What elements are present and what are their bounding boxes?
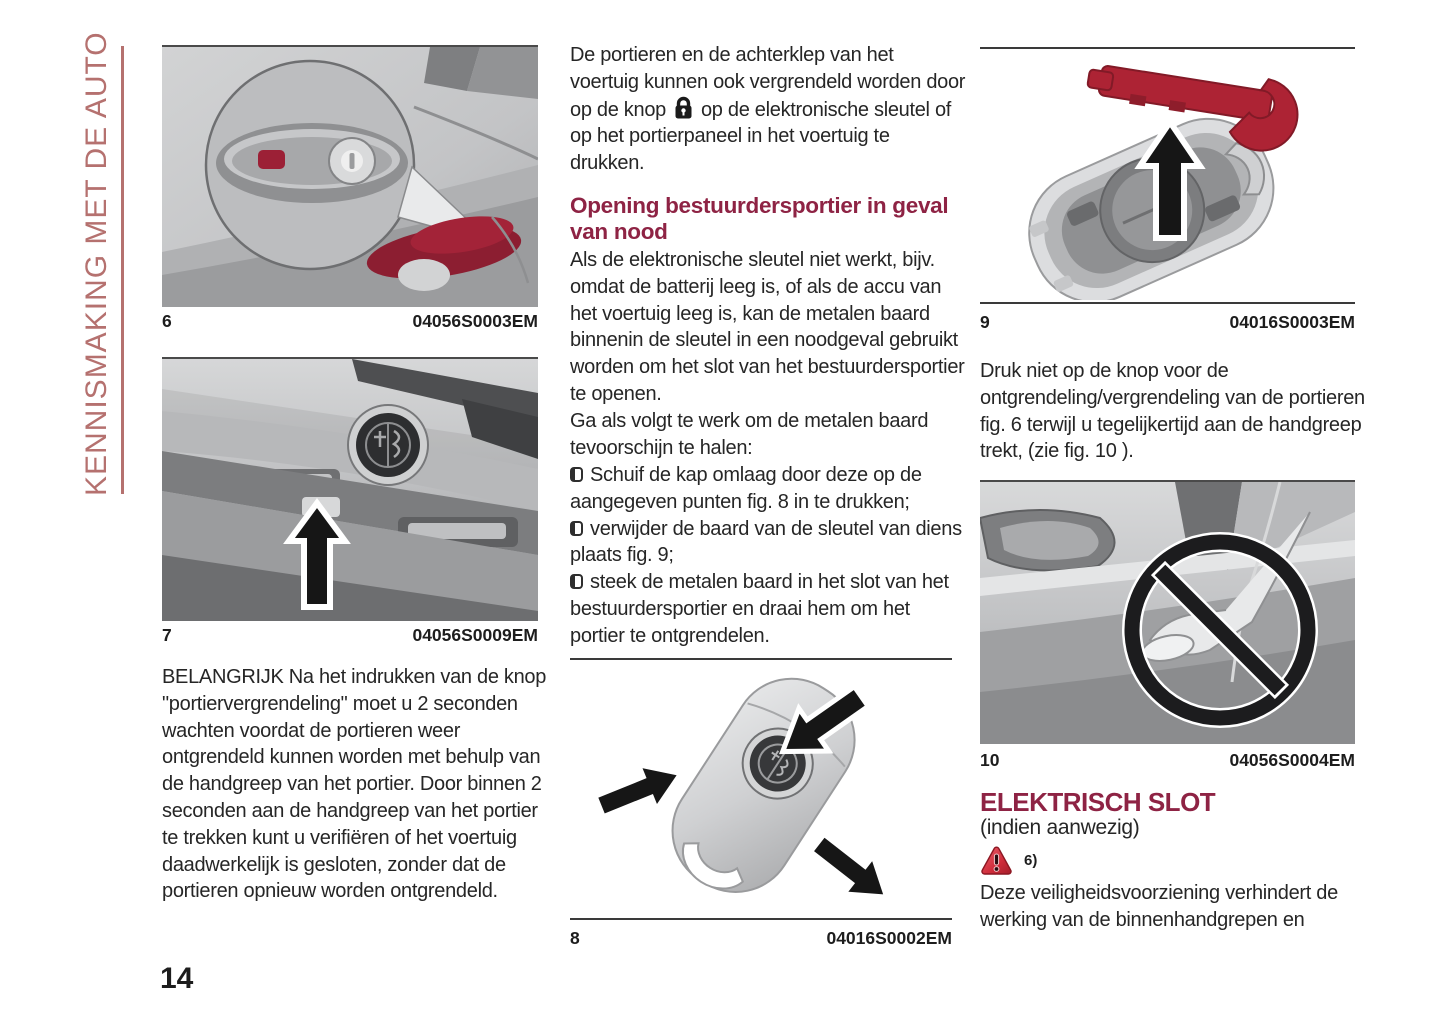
do-not-press-paragraph: Druk niet op de knop voor de ontgrendeli… [980,360,1365,463]
door-handle-illustration [162,47,538,307]
key-fob-illustration [591,677,891,900]
figure-8-key-fob [570,662,952,916]
figure-8-bottom-rule [570,918,952,920]
warning-icon [981,846,1012,875]
key-blade-illustration [1028,65,1299,300]
figure-number: 8 [570,928,580,948]
key-not-working-paragraph: Als de elektronische sleutel niet werkt,… [570,249,965,405]
important-note-paragraph: BELANGRIJK Na het indrukken van de knop … [162,666,547,903]
figure-8-top-rule [570,658,952,660]
door-handle-prohibition-illustration [980,482,1355,744]
sidebar-rule [121,46,124,494]
lock-icon [675,96,692,119]
warning-reference-row: 6) [980,846,1037,875]
figure-number: 6 [162,311,172,331]
square-bullet-icon [570,520,583,536]
figure-10-prohibition-photo [980,480,1355,744]
figure-7-caption: 7 04056S0009EM [162,625,538,646]
figure-code: 04056S0009EM [412,625,538,645]
figure-9-top-rule [980,47,1355,49]
list-item-text: Schuif de kap omlaag door deze op de aan… [570,464,922,513]
electric-lock-heading: ELEKTRISCH SLOT [980,787,1216,817]
procedure-bullet-list: Schuif de kap omlaag door deze op de aan… [570,462,966,650]
figure-9-key-blade [980,50,1355,300]
figure-7-tailgate-photo [162,357,538,621]
chapter-sidebar-title: KENNISMAKING MET DE AUTO [80,31,113,496]
square-bullet-icon [570,467,583,482]
figure-code: 04056S0004EM [1229,750,1355,770]
warning-note-reference: 6) [1024,852,1038,869]
list-item-text: verwijder de baard van de sleutel van di… [570,517,962,567]
figure-6-door-handle-photo [162,45,538,307]
figure-8-caption: 8 04016S0002EM [570,928,952,949]
emergency-opening-heading: Opening bestuurdersportier in geval van … [570,193,949,244]
intro-text-before-lock: De portieren en de achterklep van het vo… [570,44,966,121]
square-bullet-icon [570,574,583,590]
if-present-subheading: (indien aanwezig) [980,816,1140,839]
intro-text-after-lock: op de elektronische sleutel of op het po… [570,98,952,175]
figure-code: 04016S0002EM [826,928,952,948]
figure-9-caption: 9 04016S0003EM [980,312,1355,333]
figure-number: 7 [162,625,172,645]
locking-intro-paragraph: De portieren en de achterklep van het vo… [570,42,966,177]
figure-code: 04056S0003EM [412,311,538,331]
safety-device-paragraph: Deze veiligheidsvoorziening verhindert d… [980,882,1338,931]
tailgate-illustration [162,359,538,621]
figure-code: 04016S0003EM [1229,312,1355,332]
figure-number: 10 [980,750,1000,770]
figure-6-caption: 6 04056S0003EM [162,311,538,332]
figure-9-bottom-rule [980,302,1355,304]
list-item: Schuif de kap omlaag door deze op de aan… [570,462,966,516]
list-item: verwijder de baard van de sleutel van di… [570,516,966,570]
list-item: steek de metalen baard in het slot van h… [570,569,966,649]
list-item-text: steek de metalen baard in het slot van h… [570,571,949,647]
procedure-intro-paragraph: Ga als volgt te werk om de metalen baard… [570,410,929,459]
figure-10-caption: 10 04056S0004EM [980,750,1355,771]
figure-number: 9 [980,312,990,332]
page-number: 14 [160,962,194,995]
